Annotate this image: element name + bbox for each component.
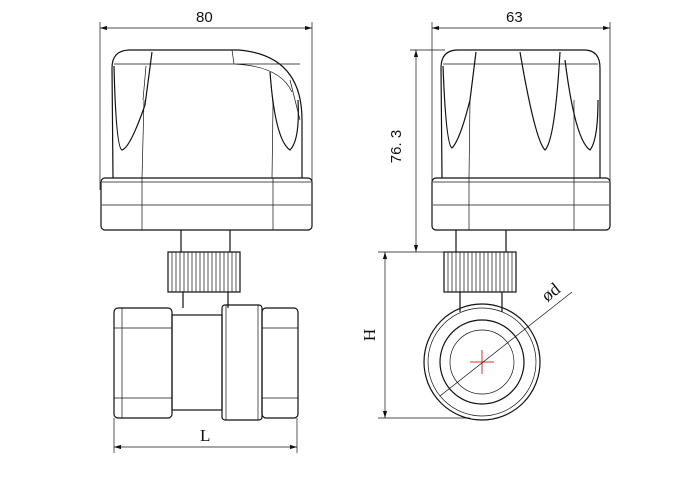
dimension-76-3 [410,49,445,252]
width-80-label: 80 [196,9,213,26]
length-l-label: L [200,426,211,445]
knurled-nut [167,251,241,293]
dimension-63 [431,22,611,190]
valve-body [113,304,299,421]
width-63-label: 63 [506,9,523,26]
actuator-base [100,177,313,231]
total-height-h-label: H [360,328,380,342]
actuator-base-side [431,177,611,231]
front-view [99,22,313,453]
height-76-3-label: 76. 3 [388,129,406,164]
side-view [378,22,611,421]
dimension-h [378,251,470,419]
actuator-cap [111,49,303,179]
actuator-cap-side [440,49,601,179]
valve-end-view [423,291,573,421]
center-mark [470,350,494,374]
knurled-nut-side [443,251,517,293]
stem [180,230,231,308]
dimension-l [113,418,298,453]
diameter-leader [439,291,573,397]
dimension-80 [99,22,313,190]
stem-side [455,230,507,312]
